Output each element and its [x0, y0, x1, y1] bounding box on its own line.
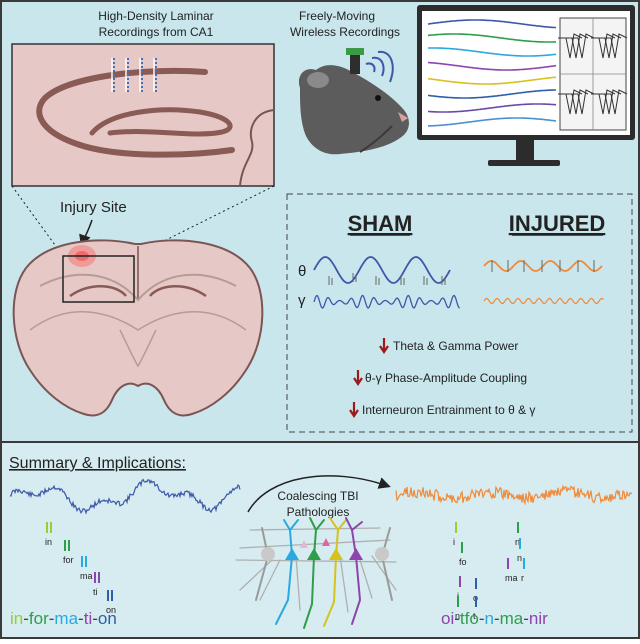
healthy-decoded-word: in-for-ma-ti-on: [10, 609, 117, 628]
spike-waveform: [591, 33, 616, 59]
scrambled-letter: n: [517, 553, 522, 563]
wireless-headstage: [350, 52, 360, 74]
svg-text:Interneuron Entrainment to θ &: Interneuron Entrainment to θ & γ: [362, 403, 535, 417]
summary-heading: Summary & Implications:: [9, 455, 186, 472]
neuron-network-illustration: [235, 517, 397, 629]
injured-decoded-word: oi-tfo-n-ma-nir: [441, 609, 548, 628]
ca1-pyramidal-layer: [36, 67, 235, 158]
lfp-trace: [427, 89, 556, 99]
hippocampus-zoom-panel: [11, 43, 275, 187]
injury-site-label: Injury Site: [60, 199, 127, 216]
finding-phase-amplitude-coupling: θ-γ Phase-Amplitude Coupling: [353, 370, 527, 386]
sham-gamma-wave: [313, 294, 460, 309]
injured-theta-wave: [483, 260, 603, 272]
lfp-trace: [428, 103, 556, 113]
spike-waveform: [564, 33, 589, 59]
laminar-title-line2: Recordings from CA1: [99, 25, 214, 39]
svg-text:θ-γ Phase-Amplitude Coupling: θ-γ Phase-Amplitude Coupling: [365, 371, 527, 385]
coronal-brain-section: [12, 239, 264, 417]
lfp-trace: [427, 19, 557, 29]
spike-waveform: [564, 89, 589, 115]
pathology-transition-arrow: [247, 475, 391, 513]
syllable-label: ma: [80, 571, 93, 581]
finding-interneuron-entrainment: Interneuron Entrainment to θ & γ: [349, 402, 535, 418]
scrambled-letter: n: [515, 537, 520, 547]
scrambled-letter: fo: [459, 557, 467, 567]
recording-monitor: [417, 5, 635, 166]
lfp-trace: [427, 33, 556, 43]
laminar-title-line1: High-Density Laminar: [98, 9, 213, 23]
spike-waveform: [570, 33, 595, 59]
theta-symbol: θ: [298, 263, 306, 280]
zoom-box: [62, 255, 135, 303]
sham-theta-wave: [313, 256, 451, 284]
decrease-arrow-icon: [379, 338, 389, 354]
healthy-signal-trace: [9, 478, 241, 515]
injured-signal-trace: [395, 484, 633, 506]
scrambled-letter: r: [521, 573, 524, 583]
syllable-label: in: [45, 537, 52, 547]
wireless-title-line1: Freely-Moving: [299, 9, 375, 23]
spike-waveform: [603, 33, 628, 59]
spike-waveforms: [558, 33, 628, 115]
laminar-probe-array: [113, 58, 157, 92]
injured-spike-code: infonrmaiotn: [453, 522, 525, 621]
lfp-traces: [427, 19, 557, 127]
lfp-trace: [427, 47, 557, 57]
decoded-word-text: oi-tfo-n-ma-nir: [441, 609, 548, 628]
scrambled-letter: i: [453, 537, 455, 547]
gamma-symbol: γ: [298, 292, 306, 309]
scrambled-letter: t: [473, 611, 476, 621]
decoded-word-text: in-for-ma-ti-on: [10, 609, 117, 628]
lfp-trace: [428, 117, 557, 127]
spike-waveform: [570, 89, 595, 115]
spike-waveform: [558, 33, 583, 59]
syllable-label: for: [63, 555, 74, 565]
injured-gamma-wave: [483, 297, 604, 305]
finding-theta-gamma-power: Theta & Gamma Power: [379, 338, 518, 354]
syllable-label: ti: [93, 587, 98, 597]
spike-waveform: [558, 89, 583, 115]
decrease-arrow-icon: [349, 402, 359, 418]
wireless-title-line2: Wireless Recordings: [290, 25, 400, 39]
lfp-trace: [427, 61, 557, 71]
spike-waveform: [591, 89, 616, 115]
arrow-label-line2: Pathologies: [287, 505, 350, 519]
dentate-gyrus-layer: [89, 107, 233, 137]
injured-spike-ticks: [491, 260, 595, 272]
scrambled-letter: n: [455, 611, 460, 621]
spike-waveform: [603, 89, 628, 115]
arrow-label-line1: Coalescing TBI: [277, 489, 358, 503]
syllable-label: on: [106, 605, 116, 615]
scrambled-letter: ma: [505, 573, 518, 583]
wireless-signal-icon: [365, 50, 394, 83]
spike-waveform: [597, 89, 622, 115]
svg-text:Theta & Gamma Power: Theta & Gamma Power: [393, 339, 518, 353]
decrease-arrow-icon: [353, 370, 363, 386]
comparison-panel: [286, 193, 633, 433]
sham-spike-ticks: [328, 273, 446, 285]
lfp-trace: [427, 76, 557, 85]
rat-illustration: [298, 48, 409, 155]
injured-label: INJURED: [509, 211, 606, 236]
sham-label: SHAM: [348, 211, 413, 236]
bottom-panel-background: [0, 441, 640, 639]
spike-waveform: [597, 33, 622, 59]
